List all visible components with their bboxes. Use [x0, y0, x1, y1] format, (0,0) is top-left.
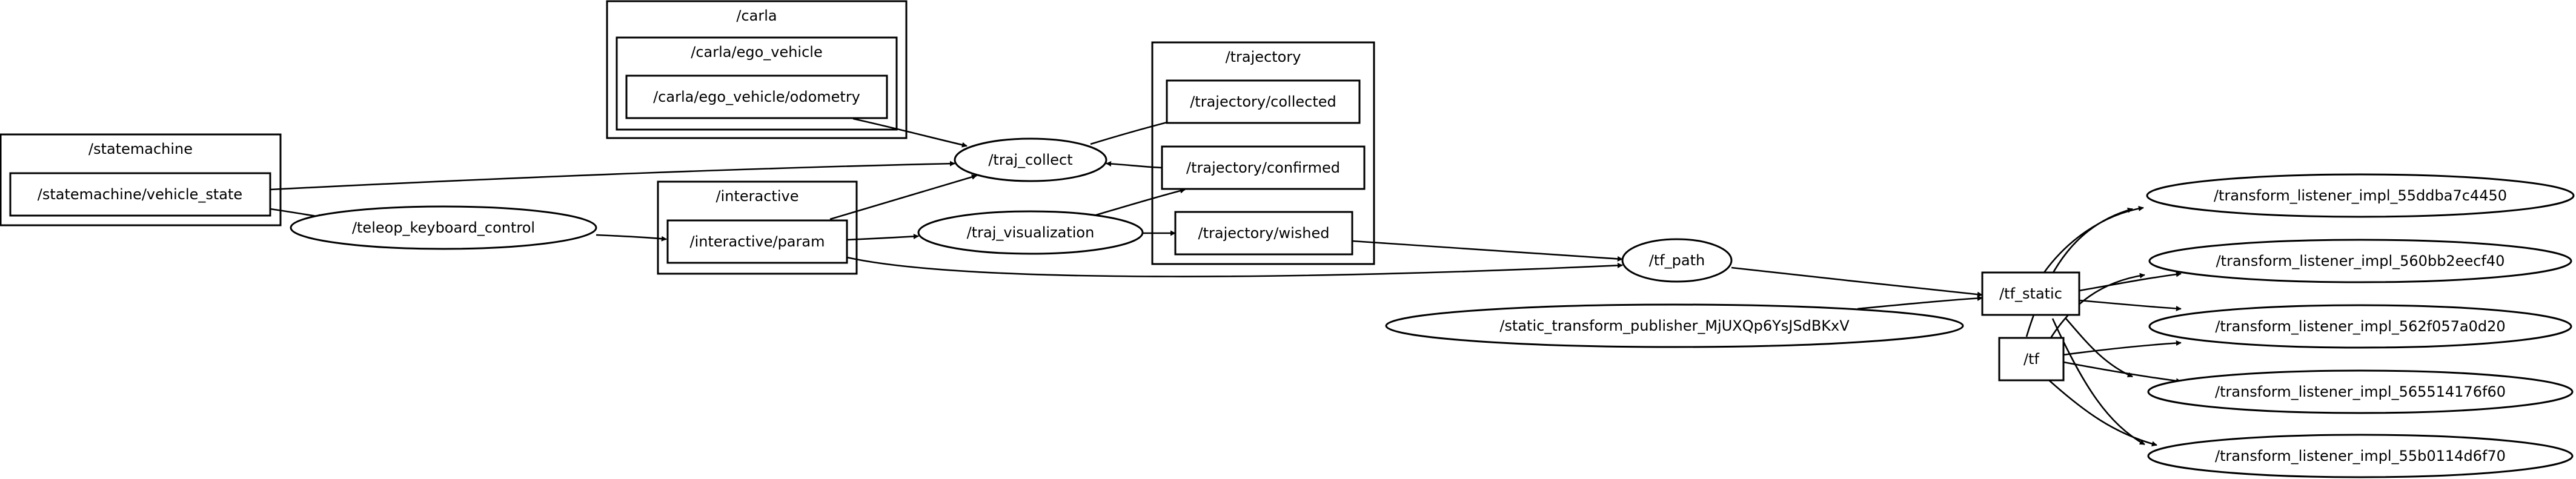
edge-tf-static-to-listener-5 — [2051, 318, 2145, 446]
cluster-carla-ego-vehicle: /carla/ego_vehicle — [616, 36, 898, 131]
topic-interactive-param-label: /interactive/param — [690, 233, 825, 250]
cluster-trajectory: /trajectory — [1151, 41, 1375, 265]
topic-odometry-label: /carla/ego_vehicle/odometry — [653, 88, 860, 105]
edge-tf-to-listener-4 — [2063, 361, 2182, 384]
node-tf-path-label: /tf_path — [1649, 252, 1705, 269]
edge-confirmed-to-traj-collect — [1106, 160, 1163, 169]
node-static-transform-publisher-label: /static_transform_publisher_MjUXQp6YsJSd… — [1499, 317, 1850, 334]
node-teleop-keyboard-control-label: /teleop_keyboard_control — [352, 219, 535, 236]
node-tf-path[interactable]: /tf_path — [1621, 238, 1733, 283]
topic-interactive-param[interactable]: /interactive/param — [666, 219, 848, 264]
edge-tf-static-to-listener-2 — [2079, 271, 2182, 292]
topic-vehicle-state[interactable]: /statemachine/vehicle_state — [9, 172, 271, 217]
node-transform-listener-4-label: /transform_listener_impl_565514176f60 — [2215, 383, 2506, 400]
node-static-transform-publisher[interactable]: /static_transform_publisher_MjUXQp6YsJSd… — [1385, 303, 1964, 348]
node-transform-listener-2[interactable]: /transform_listener_impl_560bb2eecf40 — [2148, 239, 2572, 283]
topic-tf-label: /tf — [2023, 351, 2039, 368]
edge-static-pub-to-tf-static — [1857, 296, 1983, 310]
edge-teleop-to-param — [596, 234, 667, 242]
cluster-interactive-title: /interactive — [716, 188, 799, 205]
edge-param-to-traj-collect — [829, 174, 977, 220]
edge-tf-path-to-tf-static — [1731, 266, 1983, 297]
topic-tf-static-label: /tf_static — [1999, 285, 2062, 302]
edge-odometry-to-traj-collect — [852, 117, 968, 148]
cluster-trajectory-title: /trajectory — [1226, 48, 1301, 65]
edge-tf-to-listener-2 — [2047, 273, 2145, 343]
edge-param-to-tf-path — [846, 256, 1623, 277]
node-transform-listener-3-label: /transform_listener_impl_562f057a0d20 — [2215, 318, 2505, 335]
cluster-statemachine-title: /statemachine — [88, 140, 193, 157]
edge-tf-to-listener-5 — [2047, 378, 2157, 447]
node-transform-listener-4[interactable]: /transform_listener_impl_565514176f60 — [2147, 369, 2574, 414]
node-transform-listener-3[interactable]: /transform_listener_impl_562f057a0d20 — [2148, 304, 2572, 349]
cluster-carla: /carla — [606, 0, 908, 139]
node-traj-visualization-label: /traj_visualization — [967, 224, 1095, 241]
node-traj-collect-label: /traj_collect — [988, 151, 1072, 168]
topic-odometry[interactable]: /carla/ego_vehicle/odometry — [625, 74, 888, 119]
node-transform-listener-2-label: /transform_listener_impl_560bb2eecf40 — [2216, 253, 2505, 269]
node-traj-collect[interactable]: /traj_collect — [954, 137, 1107, 182]
edge-tf-to-listener-3 — [2063, 340, 2182, 356]
topic-tf-static[interactable]: /tf_static — [1981, 271, 2080, 316]
edge-tf-static-to-listener-3 — [2079, 299, 2182, 311]
edge-wished-to-tf-path — [1352, 240, 1623, 262]
node-traj-visualization[interactable]: /traj_visualization — [917, 210, 1144, 255]
topic-trajectory-confirmed[interactable]: /trajectory/confirmed — [1161, 145, 1366, 190]
topic-vehicle-state-label: /statemachine/vehicle_state — [38, 186, 242, 203]
cluster-interactive: /interactive — [657, 180, 858, 275]
edge-param-to-traj-visualization — [846, 233, 919, 241]
cluster-carla-title: /carla — [736, 7, 777, 24]
topic-tf[interactable]: /tf — [1998, 337, 2065, 382]
edge-traj-collect-to-collected — [1090, 118, 1177, 145]
cluster-carla-ego-vehicle-title: /carla/ego_vehicle — [691, 44, 822, 61]
node-teleop-keyboard-control[interactable]: /teleop_keyboard_control — [290, 205, 597, 250]
node-transform-listener-1[interactable]: /transform_listener_impl_55ddba7c4450 — [2146, 173, 2575, 218]
topic-trajectory-confirmed-label: /trajectory/confirmed — [1186, 159, 1340, 176]
node-transform-listener-5[interactable]: /transform_listener_impl_55b0114d6f70 — [2147, 434, 2574, 478]
node-transform-listener-5-label: /transform_listener_impl_55b0114d6f70 — [2215, 448, 2506, 464]
node-transform-listener-1-label: /transform_listener_impl_55ddba7c4450 — [2214, 187, 2507, 204]
cluster-statemachine: /statemachine — [0, 133, 282, 226]
edge-traj-visualization-to-confirmed — [1094, 188, 1186, 217]
topic-trajectory-wished[interactable]: /trajectory/wished — [1174, 211, 1353, 256]
edge-vehicle-state-to-traj-collect — [270, 160, 955, 191]
topic-trajectory-wished-label: /trajectory/wished — [1198, 225, 1330, 242]
topic-trajectory-collected-label: /trajectory/collected — [1190, 93, 1336, 110]
topic-trajectory-collected[interactable]: /trajectory/collected — [1166, 79, 1361, 124]
